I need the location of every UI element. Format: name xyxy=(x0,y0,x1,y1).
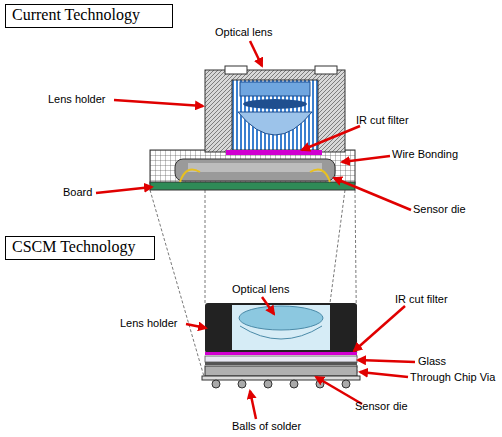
part-label: IR cut filter xyxy=(356,114,409,127)
projection-line xyxy=(205,190,206,303)
leader-arrow xyxy=(316,377,362,404)
bond-wire xyxy=(310,170,330,182)
leader-arrow xyxy=(262,297,274,314)
holder-notch xyxy=(225,66,247,74)
leader-arrow xyxy=(358,360,415,362)
lens-element xyxy=(240,326,322,339)
section-heading-box: CSCM Technology xyxy=(5,236,155,260)
part-label: Lens holder xyxy=(48,93,106,106)
leader-arrow xyxy=(96,187,152,193)
part-label: Sensor die xyxy=(413,203,466,216)
sensor-surface xyxy=(188,163,322,172)
part-label: Optical lens xyxy=(232,283,289,296)
part-label: Balls of solder xyxy=(232,420,301,433)
board xyxy=(150,182,355,190)
leader-arrow xyxy=(114,100,203,106)
section-heading: Current Technology xyxy=(12,6,166,24)
solder-ball xyxy=(238,380,246,388)
via-layer xyxy=(202,376,360,380)
projection-line xyxy=(150,190,205,380)
leader-arrow xyxy=(354,306,405,351)
part-label: Board xyxy=(63,186,92,199)
leader-arrow xyxy=(186,324,206,328)
lens-holder xyxy=(205,303,357,353)
leader-arrows xyxy=(96,41,415,419)
section-heading: CSCM Technology xyxy=(12,238,148,256)
sensor-die xyxy=(175,159,335,181)
leader-arrow xyxy=(250,391,256,419)
section-heading-box: Current Technology xyxy=(5,4,173,28)
part-label: IR cut filter xyxy=(395,293,448,306)
leader-arrow xyxy=(342,156,390,162)
leader-arrow xyxy=(360,372,408,377)
glass-layer xyxy=(205,356,357,362)
sensor-die xyxy=(205,366,357,376)
part-label: Through Chip Via xyxy=(410,371,495,384)
leader-arrow xyxy=(250,41,262,66)
bond-wire xyxy=(180,170,200,182)
lens-barrel xyxy=(232,80,318,150)
lens-element xyxy=(239,306,323,330)
bond-layer xyxy=(205,362,357,365)
leader-arrow xyxy=(302,126,360,150)
lens-element xyxy=(238,112,312,135)
part-label: Glass xyxy=(418,355,446,368)
lens-element xyxy=(240,82,310,96)
ir-filter xyxy=(205,352,357,355)
lens-element xyxy=(243,99,307,109)
part-label: Lens holder xyxy=(120,317,178,330)
holder-notch xyxy=(315,66,337,74)
solder-ball xyxy=(342,380,350,388)
solder-ball xyxy=(212,380,220,388)
part-label: Sensor die xyxy=(355,400,408,413)
solder-ball xyxy=(290,380,298,388)
projection-lines xyxy=(150,190,357,380)
ir-filter xyxy=(226,150,322,155)
part-label: Wire Bonding xyxy=(392,148,458,161)
lens-cavity xyxy=(232,305,330,350)
package-body xyxy=(150,150,355,184)
solder-ball xyxy=(264,380,272,388)
projection-line xyxy=(330,190,345,303)
part-label: Optical lens xyxy=(215,26,272,39)
leader-arrow xyxy=(334,178,411,210)
